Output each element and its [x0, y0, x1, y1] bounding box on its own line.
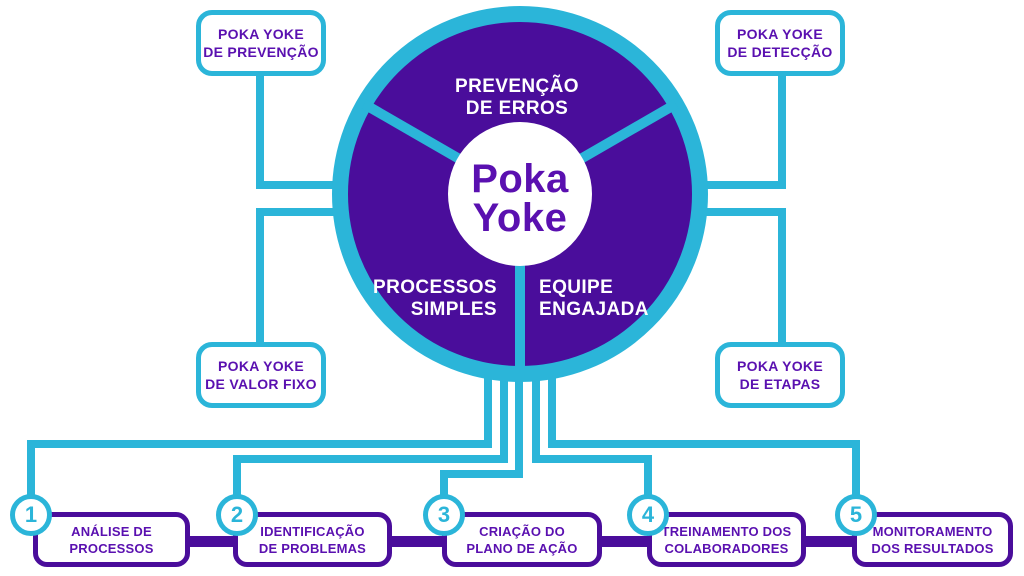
segment-line: ENGAJADA [539, 299, 649, 320]
step-line: CRIAÇÃO DO [479, 523, 565, 539]
side-box-line: POKA YOKE [218, 26, 304, 42]
title-line: Yoke [472, 196, 568, 240]
drop-step3 [440, 470, 448, 506]
connector-bottomright-horizontal [700, 208, 786, 216]
step-number-badge-5: 5 [835, 494, 877, 536]
step-line: PLANO DE AÇÃO [466, 540, 578, 556]
step-number-badge-1: 1 [10, 494, 52, 536]
connector-bottomleft-vertical [256, 208, 264, 344]
side-box-line: POKA YOKE [218, 358, 304, 374]
bundle-vertical-2 [500, 372, 508, 463]
step-box-identificacao-de-problemas: IDENTIFICAÇÃO DE PROBLEMAS [233, 512, 392, 567]
side-box-line: POKA YOKE [737, 26, 823, 42]
step-line: PROCESSOS [69, 540, 154, 556]
step-link-2-3 [390, 536, 444, 547]
connector-topleft-horizontal [256, 181, 342, 189]
bundle-vertical-4 [532, 372, 540, 463]
side-box-line: POKA YOKE [737, 358, 823, 374]
segment-label-processos-simples: PROCESSOS SIMPLES [347, 277, 497, 321]
title-line: Poka [471, 157, 569, 201]
step-box-criacao-do-plano-de-acao: CRIAÇÃO DO PLANO DE AÇÃO [442, 512, 602, 567]
step-line: COLABORADORES [664, 540, 789, 556]
step-line: TREINAMENTO DOS [661, 523, 792, 539]
step-box-analise-de-processos: ANÁLISE DE PROCESSOS [33, 512, 190, 567]
step-line: DOS RESULTADOS [871, 540, 994, 556]
connector-bottomleft-horizontal [256, 208, 342, 216]
bundle-vertical-5 [548, 372, 556, 448]
side-box-poka-yoke-de-valor-fixo: POKA YOKE DE VALOR FIXO [196, 342, 326, 408]
branch-horizontal-step3 [440, 470, 523, 478]
step-number: 5 [849, 502, 863, 527]
connector-topright-horizontal [700, 181, 786, 189]
segment-line: DE ERROS [465, 98, 569, 119]
step-link-1-2 [188, 536, 235, 547]
bundle-vertical-3 [515, 372, 523, 478]
step-link-3-4 [600, 536, 649, 547]
drop-step1 [27, 440, 35, 506]
drop-step2 [233, 455, 241, 506]
connector-topright-vertical [778, 74, 786, 189]
diagram-title: Poka Yoke [432, 157, 608, 240]
step-line: MONITORAMENTO [872, 523, 993, 539]
segment-line: PROCESSOS [373, 277, 497, 298]
side-box-line: DE PREVENÇÃO [203, 44, 319, 60]
step-number: 3 [437, 502, 451, 527]
drop-step4 [644, 455, 652, 506]
segment-label-prevencao-de-erros: PREVENÇÃO DE ERROS [417, 76, 617, 120]
drop-step5 [852, 440, 860, 506]
bundle-vertical-1 [484, 372, 492, 448]
poka-yoke-wheel [332, 6, 708, 382]
step-number-badge-4: 4 [627, 494, 669, 536]
connector-topleft-vertical [256, 74, 264, 189]
branch-horizontal-step4 [532, 455, 652, 463]
segment-line: PREVENÇÃO [455, 76, 579, 97]
wheel-hub [448, 122, 592, 266]
step-number-badge-2: 2 [216, 494, 258, 536]
side-box-poka-yoke-de-deteccao: POKA YOKE DE DETECÇÃO [715, 10, 845, 76]
side-box-poka-yoke-de-etapas: POKA YOKE DE ETAPAS [715, 342, 845, 408]
segment-line: EQUIPE [539, 277, 614, 298]
step-line: IDENTIFICAÇÃO [260, 523, 365, 539]
connector-bottomright-vertical [778, 208, 786, 344]
step-number-badge-3: 3 [423, 494, 465, 536]
step-line: DE PROBLEMAS [258, 540, 367, 556]
side-box-poka-yoke-de-prevencao: POKA YOKE DE PREVENÇÃO [196, 10, 326, 76]
side-box-line: DE DETECÇÃO [727, 44, 833, 60]
branch-horizontal-step5 [548, 440, 860, 448]
branch-horizontal-step2 [233, 455, 508, 463]
step-box-treinamento-dos-colaboradores: TREINAMENTO DOS COLABORADORES [647, 512, 806, 567]
step-number: 4 [641, 502, 655, 527]
segment-line: SIMPLES [410, 299, 497, 320]
step-link-4-5 [804, 536, 854, 547]
step-number: 1 [24, 502, 38, 527]
branch-horizontal-step1 [27, 440, 492, 448]
side-box-line: DE ETAPAS [739, 376, 821, 392]
segment-label-equipe-engajada: EQUIPE ENGAJADA [539, 277, 699, 321]
step-line: ANÁLISE DE [71, 523, 152, 539]
step-number: 2 [230, 502, 244, 527]
side-box-line: DE VALOR FIXO [205, 376, 317, 392]
step-box-monitoramento-dos-resultados: MONITORAMENTO DOS RESULTADOS [852, 512, 1013, 567]
